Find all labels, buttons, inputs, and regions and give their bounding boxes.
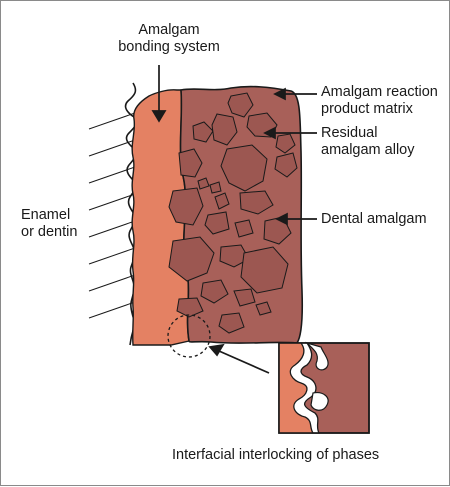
inset-interlock-tongue bbox=[310, 392, 329, 411]
alloy-particle bbox=[240, 246, 289, 294]
enamel-dentin-label-line2: or dentin bbox=[21, 224, 78, 240]
alloy-particle bbox=[209, 181, 222, 194]
enamel-hatch-lines bbox=[88, 112, 136, 319]
alloy-particle bbox=[176, 297, 204, 318]
alloy-particle bbox=[219, 244, 250, 268]
reaction-matrix-label: Amalgam reaction product matrix bbox=[321, 84, 438, 118]
alloy-particle bbox=[168, 236, 215, 282]
label-arrows bbox=[151, 65, 317, 374]
magnifier-circle bbox=[167, 314, 211, 358]
residual-alloy-label-line2: amalgam alloy bbox=[321, 142, 415, 158]
alloy-particle bbox=[234, 219, 254, 238]
dental-amalgam-label: Dental amalgam bbox=[321, 211, 427, 227]
alloy-particle bbox=[178, 148, 203, 178]
enamel-dentin-label-line1: Enamel bbox=[21, 207, 71, 223]
alloy-particle bbox=[168, 187, 204, 226]
alloy-particle bbox=[220, 144, 268, 192]
bonding-system-label-line1: Amalgam bbox=[138, 22, 200, 38]
magnifier-arrow bbox=[218, 350, 270, 374]
enamel-dentin-label: Enamel or dentin bbox=[21, 207, 77, 241]
inset-enamel bbox=[279, 343, 313, 433]
alloy-particles bbox=[168, 92, 298, 334]
reaction-matrix-label-line2: product matrix bbox=[321, 101, 413, 117]
alloy-particle bbox=[211, 113, 238, 146]
inset-interlock-tongue bbox=[304, 341, 329, 371]
alloy-particle bbox=[274, 152, 298, 178]
alloy-particle bbox=[233, 288, 256, 307]
alloy-particle bbox=[197, 177, 210, 190]
alloy-particle bbox=[255, 301, 272, 316]
reaction-matrix-label-line1: Amalgam reaction bbox=[321, 84, 438, 100]
alloy-particle bbox=[214, 192, 230, 210]
alloy-particle bbox=[192, 121, 214, 143]
bonding-system-label: Amalgam bonding system bbox=[109, 22, 229, 56]
residual-alloy-label-line1: Residual bbox=[321, 125, 378, 141]
alloy-particle bbox=[239, 190, 274, 215]
magnified-inset bbox=[278, 341, 370, 434]
bonding-system-label-line2: bonding system bbox=[118, 39, 220, 55]
alloy-particle bbox=[200, 279, 229, 304]
residual-alloy-label: Residual amalgam alloy bbox=[321, 125, 415, 159]
caption: Interfacial interlocking of phases bbox=[172, 447, 380, 463]
alloy-particle bbox=[204, 211, 230, 235]
alloy-particle bbox=[227, 92, 254, 118]
alloy-particle bbox=[218, 312, 245, 334]
alloy-particle bbox=[275, 133, 296, 154]
